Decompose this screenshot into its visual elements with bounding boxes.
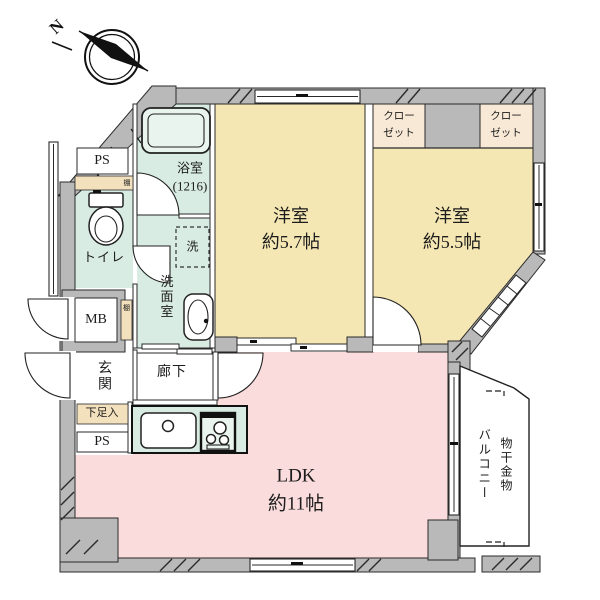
bathtub-icon: [141, 107, 211, 154]
ps-upper-box: [76, 147, 129, 175]
sliding-doors: [141, 337, 348, 355]
label-meter-box: MB: [85, 311, 107, 327]
shoe-cabinet-box: [76, 403, 129, 425]
windows: [48, 89, 545, 572]
western2-door: [372, 296, 422, 346]
closet-right-area: [480, 104, 533, 148]
meter-box-door: [27, 298, 69, 340]
label-closet-left: クロー ゼット: [383, 111, 415, 139]
label-ps-upper: PS: [94, 152, 110, 168]
window-right: [533, 162, 545, 252]
fixtures: [88, 107, 248, 454]
door-arcs: [24, 172, 422, 399]
label-western-room-1: 洋室 約5.7帖: [261, 205, 321, 252]
window-top: [254, 89, 361, 104]
western-room-1-area: [215, 104, 365, 344]
label-closet-right: クロー ゼット: [490, 111, 522, 139]
ldk-door: [217, 352, 264, 399]
washroom-sliding-door: [141, 343, 213, 355]
bathroom-door: [136, 172, 180, 216]
label-washroom: 洗面室: [158, 274, 174, 320]
entrance-door: [24, 352, 71, 399]
western1-ldk-sliding-door: [236, 337, 348, 352]
balcony-sliding-door: [448, 373, 460, 516]
interior-walls: [74, 103, 533, 454]
label-shelf-upper: 棚: [123, 178, 131, 187]
kitchen-sink-icon: [140, 412, 197, 449]
shelf-lower-strip: [120, 299, 133, 341]
window-toilet-left: [48, 141, 59, 297]
shelf-upper-strip: [74, 175, 134, 191]
label-laundry-hardware: 物干金物: [499, 437, 513, 493]
meter-box: [74, 297, 118, 343]
toilet-icon: [88, 190, 124, 246]
ldk-area: [75, 352, 448, 558]
label-genkan: 玄関: [96, 360, 111, 392]
stove-icon: [199, 411, 237, 453]
label-ldk: LDK 約11帖: [267, 465, 325, 514]
window-bottom: [249, 558, 356, 572]
label-balcony: バルコニー: [476, 427, 491, 501]
western-room-2-area: [373, 148, 533, 344]
toilet-door: [132, 245, 171, 284]
label-shoe-cabinet: 下足入: [85, 407, 119, 420]
kitchen-counter: [131, 405, 248, 454]
compass-icon: [51, 29, 149, 85]
label-ps-lower: PS: [94, 433, 110, 449]
label-shelf-lower: 棚: [123, 303, 130, 312]
balcony-outline: [459, 364, 530, 547]
laundry-hook-marks: [486, 390, 505, 547]
window-diagonal: [471, 274, 527, 338]
label-corridor: 廊下: [157, 364, 187, 380]
label-western-room-2: 洋室 約5.5帖: [422, 205, 482, 252]
washer-box: [175, 226, 210, 268]
label-bathroom: 浴室 (1216): [172, 160, 208, 193]
ps-lower-box: [76, 431, 129, 453]
washbasin-icon: [183, 293, 214, 341]
label-washer: 洗: [186, 239, 199, 254]
label-toilet: トイレ: [82, 249, 126, 265]
closet-left-area: [373, 104, 425, 148]
